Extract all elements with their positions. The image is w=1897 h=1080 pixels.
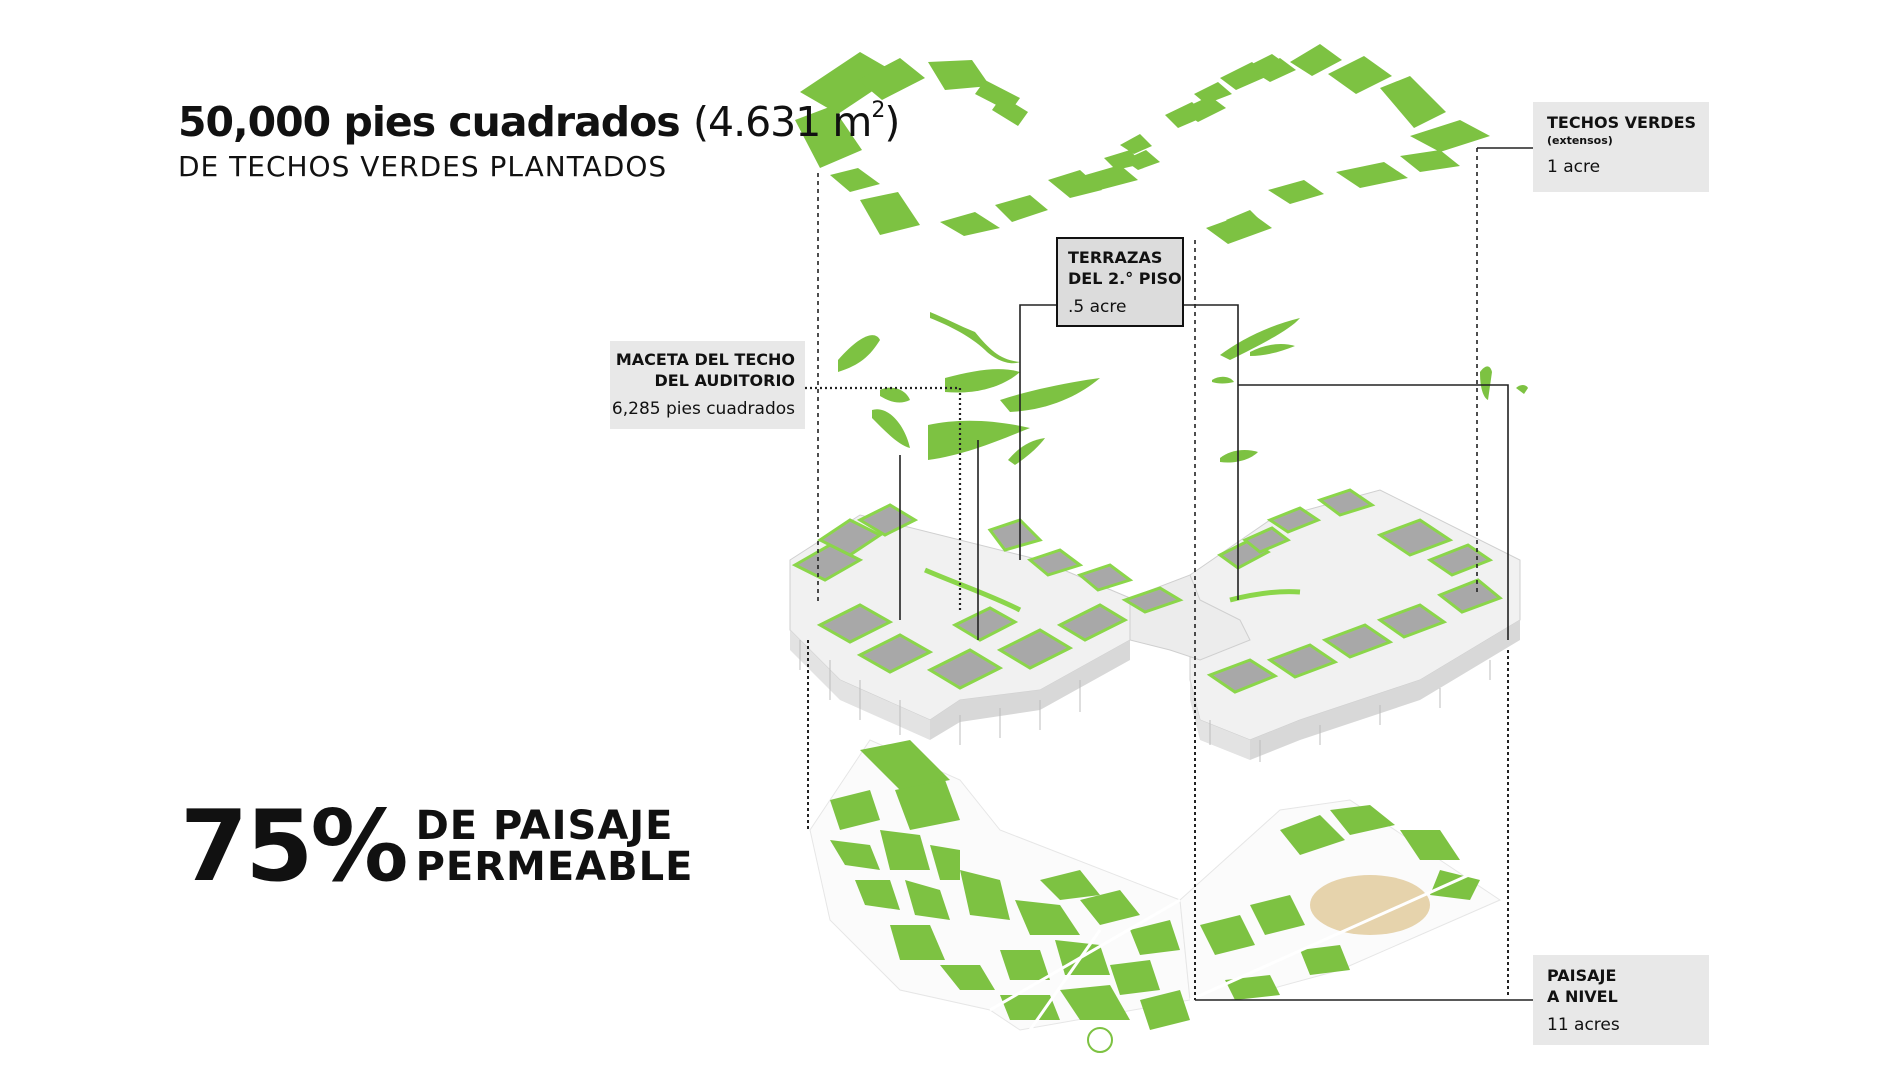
callout-value: 1 acre bbox=[1547, 157, 1601, 177]
callout-value: .5 acre bbox=[1068, 297, 1127, 317]
callout-title: TECHOS VERDES bbox=[1547, 113, 1697, 132]
callout-title: MACETA DEL TECHO DEL AUDITORIO bbox=[615, 350, 795, 390]
callout-value: 6,285 pies cuadrados bbox=[611, 399, 795, 419]
permeable-percent: 75% bbox=[180, 790, 409, 904]
callout-terrazas: TERRAZAS DEL 2.° PISO .5 acre bbox=[1056, 237, 1184, 327]
headline-subtitle: DE TECHOS VERDES PLANTADOS bbox=[178, 150, 668, 183]
building-complex bbox=[789, 488, 1521, 762]
terraces-layer bbox=[838, 312, 1528, 465]
callout-title: PAISAJE A NIVEL bbox=[1547, 966, 1618, 1006]
callout-value: 11 acres bbox=[1547, 1015, 1620, 1035]
headline: 50,000 pies cuadrados (4.631 m2) DE TECH… bbox=[178, 100, 900, 183]
green-roofs-layer bbox=[795, 44, 1490, 244]
ground-landscape-layer bbox=[809, 739, 1502, 1053]
headline-area: 50,000 pies cuadrados (4.631 m2) bbox=[178, 100, 900, 143]
leader-lines bbox=[805, 147, 1533, 1001]
callout-paisaje-nivel: PAISAJE A NIVEL 11 acres bbox=[1533, 955, 1709, 1045]
callout-title: TERRAZAS DEL 2.° PISO bbox=[1068, 248, 1182, 288]
callout-techos-verdes: TECHOS VERDES (extensos) 1 acre bbox=[1533, 102, 1709, 192]
callout-subtitle: (extensos) bbox=[1547, 134, 1613, 147]
area-metric: (4.631 m2) bbox=[692, 98, 900, 146]
permeable-label: DE PAISAJE PERMEABLE bbox=[415, 803, 694, 890]
callout-maceta-auditorio: MACETA DEL TECHO DEL AUDITORIO 6,285 pie… bbox=[610, 341, 805, 429]
area-imperial: 50,000 pies cuadrados bbox=[178, 98, 681, 146]
permeable-stat: 75% DE PAISAJE PERMEABLE bbox=[180, 798, 693, 896]
